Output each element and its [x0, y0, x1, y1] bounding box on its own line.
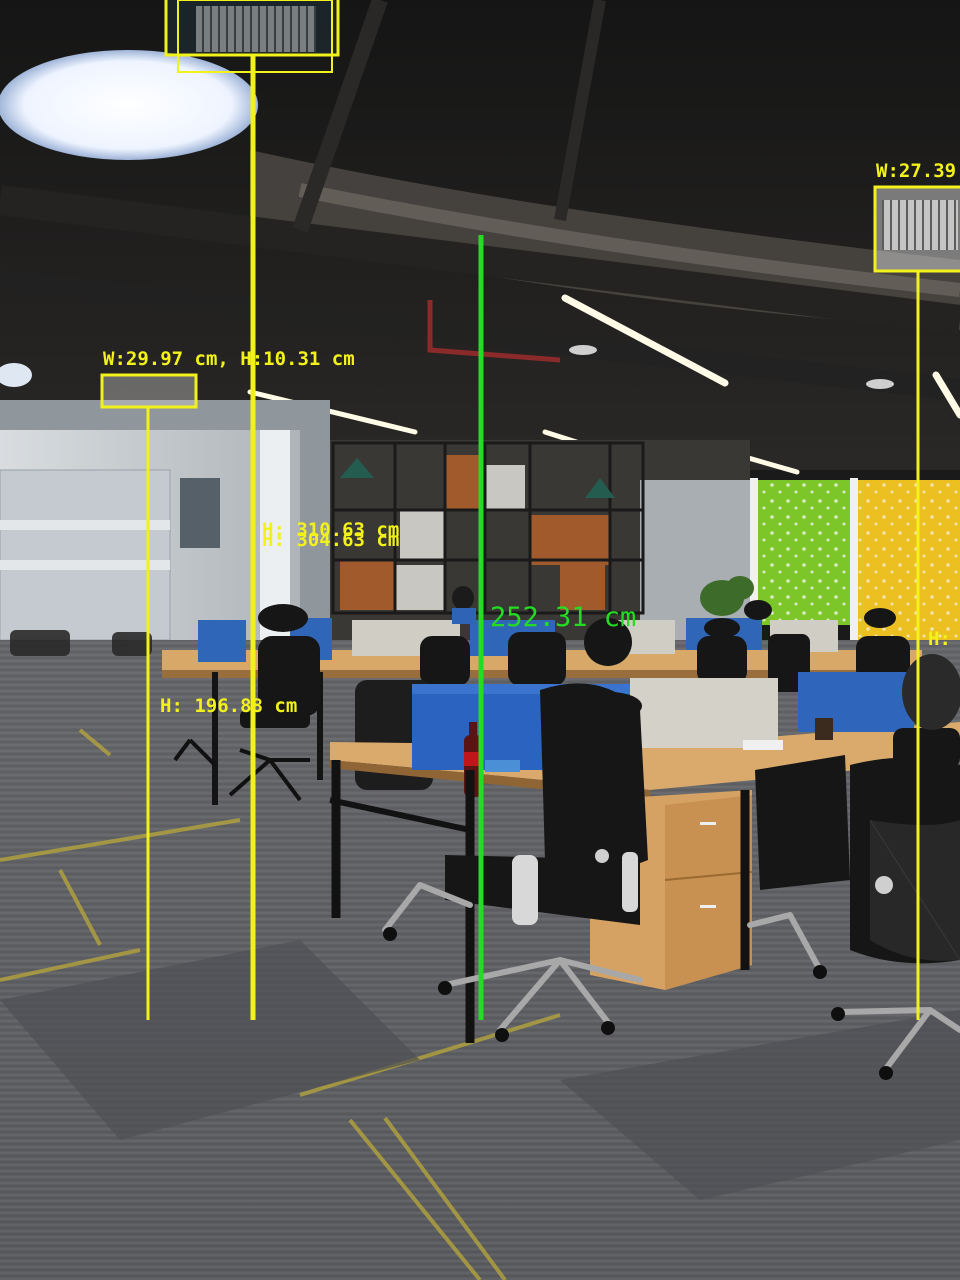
vent-right-measurement: W:27.39	[876, 160, 957, 182]
measurement-overlay	[100, 0, 960, 1020]
height-center-label-a: H: 310.63 cm	[262, 519, 400, 541]
vent-left-measurement: W:29.97 cm, H:10.31 cm	[103, 348, 355, 370]
vent-box-left	[100, 373, 198, 409]
vent-grill-right	[882, 200, 958, 250]
vent-grill-top	[196, 6, 316, 52]
height-center-label-b: H: 304.63 cm	[262, 529, 400, 551]
height-main-label: 252.31 cm	[490, 602, 637, 633]
height-left-label: H: 196.88 cm	[160, 695, 298, 717]
height-right-label: H:	[928, 628, 951, 650]
